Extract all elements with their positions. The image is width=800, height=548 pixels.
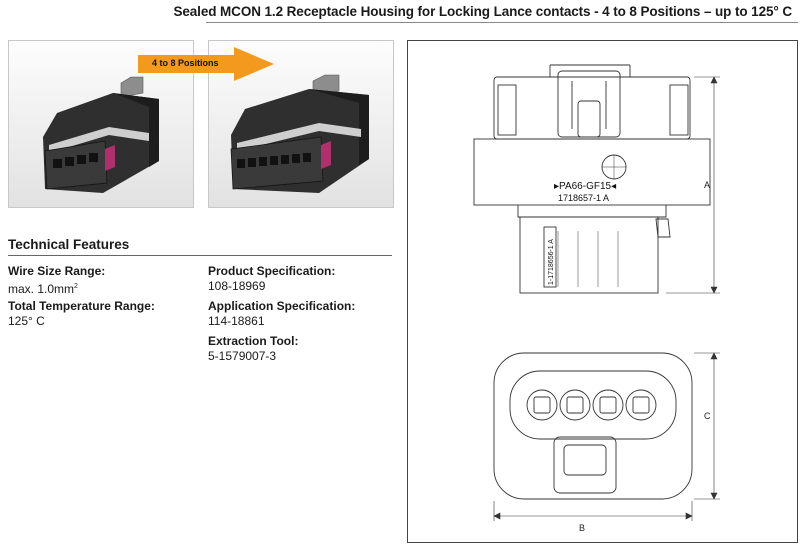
extraction-tool-feature: Extraction Tool: 5-1579007-3	[208, 334, 298, 364]
page-title: Sealed MCON 1.2 Receptacle Housing for L…	[173, 4, 792, 19]
drawing-cavity-1	[526, 389, 558, 421]
side-part-marking: 1-1718656-1 A	[548, 239, 555, 285]
drawing-dial-ticks	[602, 155, 626, 179]
extraction-tool-value: 5-1579007-3	[208, 349, 277, 363]
temperature-label: Total Temperature Range:	[8, 299, 155, 313]
technical-features-heading: Technical Features	[8, 237, 130, 252]
drawing-cavity-1-slot	[533, 396, 551, 414]
product-photo-8-position	[208, 40, 394, 208]
title-divider	[206, 22, 798, 23]
drawing-top-lower-housing	[519, 216, 659, 294]
dimension-c-label: C	[704, 411, 711, 421]
wire-size-label: Wire Size Range:	[8, 264, 106, 278]
drawing-top-lower-ribs	[557, 231, 619, 287]
drawing-cavity-4-slot	[632, 396, 650, 414]
drawing-front-outer	[493, 352, 693, 500]
product-spec-feature: Product Specification: 108-18969	[208, 264, 335, 294]
application-spec-label: Application Specification:	[208, 299, 356, 313]
wire-size-exponent: 2	[74, 283, 78, 290]
drawing-top-left-tab	[497, 84, 517, 136]
drawing-top-latch-ribs	[571, 81, 607, 129]
material-marking: ▸PA66-GF15◂	[554, 181, 616, 192]
drawing-top-right-tab	[669, 84, 689, 136]
application-spec-feature: Application Specification: 114-18861	[208, 299, 355, 329]
drawing-top-mid-housing	[473, 138, 711, 206]
temperature-value: 125° C	[8, 314, 45, 328]
application-spec-value: 114-18861	[208, 314, 265, 328]
wire-size-value: max. 1.0mm2	[8, 282, 78, 296]
drawing-top-latch-body	[557, 70, 621, 138]
positions-arrow-label: 4 to 8 Positions	[152, 58, 219, 68]
drawing-cavity-4	[625, 389, 657, 421]
drawing-cavity-3-slot	[599, 396, 617, 414]
product-spec-label: Product Specification:	[208, 264, 336, 278]
drawing-top-right-clip	[655, 218, 671, 238]
dimension-a-label: A	[704, 180, 710, 190]
dimension-b-label: B	[579, 523, 585, 533]
wire-size-feature: Wire Size Range: max. 1.0mm2	[8, 264, 105, 297]
technical-drawing: A C B ▸PA66-GF15◂ 1718657-1 A 1-1718656-…	[407, 40, 798, 543]
part-number-marking: 1718657-1 A	[558, 193, 609, 203]
drawing-cavity-2-slot	[566, 396, 584, 414]
temperature-feature: Total Temperature Range: 125° C	[8, 299, 155, 329]
drawing-top-upper-housing	[493, 76, 691, 140]
drawing-front-latch-window	[563, 444, 607, 476]
technical-features-divider	[8, 255, 392, 256]
drawing-cavity-3	[592, 389, 624, 421]
positions-arrow: 4 to 8 Positions	[138, 47, 276, 81]
drawing-top-latch-tab	[577, 100, 601, 138]
drawing-top-step	[517, 205, 667, 218]
drawing-front-latch	[553, 436, 617, 494]
drawing-cavity-2	[559, 389, 591, 421]
product-spec-value: 108-18969	[208, 279, 266, 293]
extraction-tool-label: Extraction Tool:	[208, 334, 299, 348]
drawing-front-inner	[509, 370, 677, 440]
drawing-top-latch-outline	[549, 64, 631, 77]
drawing-side-mark-box	[543, 226, 557, 288]
